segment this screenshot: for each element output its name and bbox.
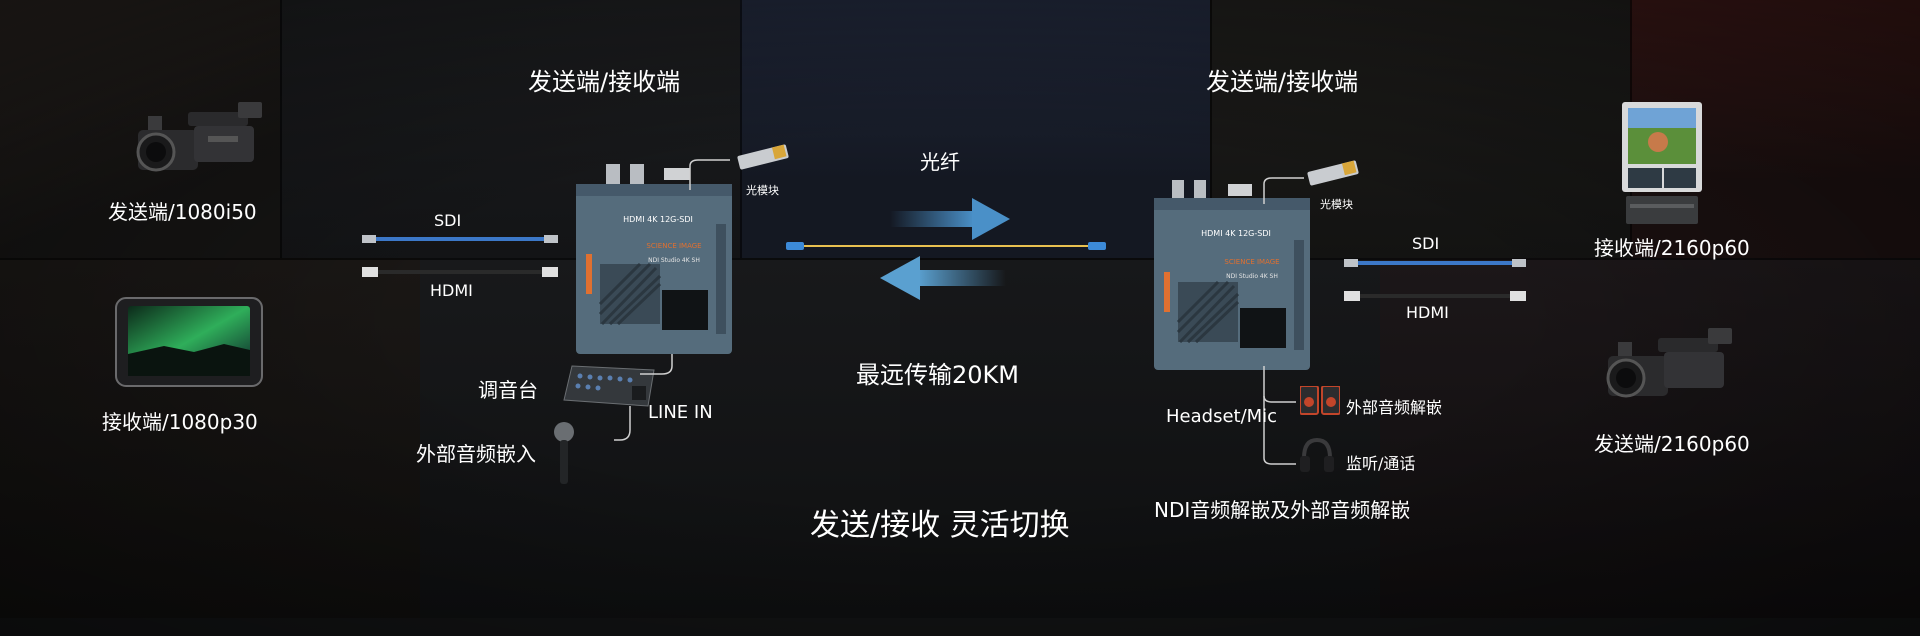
arrow-left-icon xyxy=(880,256,1006,300)
line-in-label: LINE IN xyxy=(648,402,713,423)
external-audio-in-label: 外部音频嵌入 xyxy=(416,442,536,466)
right-device-title: 发送端/接收端 xyxy=(1206,68,1359,96)
connector-line-right xyxy=(1262,176,1306,206)
ndi-audio-label: NDI音频解嵌及外部音频解嵌 xyxy=(1154,498,1411,522)
monitor-intercom-label: 监听/通话 xyxy=(1346,454,1416,473)
fiber-cable xyxy=(786,238,1106,254)
hdmi-left-label: HDMI xyxy=(430,281,473,300)
optical-module-left-label: 光模块 xyxy=(746,184,779,197)
device-left-line1: HDMI 4K 12G-SDI xyxy=(623,215,693,224)
hdmi-cable-right xyxy=(1344,288,1526,304)
optical-module-right-label: 光模块 xyxy=(1320,198,1353,211)
headset-icon xyxy=(1300,438,1334,474)
microphone-icon xyxy=(552,420,576,486)
device-right-brand: SCIENCE IMAGE xyxy=(1224,258,1279,266)
sdi-right-label: SDI xyxy=(1412,234,1440,253)
background-photo-tile xyxy=(1380,258,1920,618)
bottom-strip xyxy=(0,618,1920,636)
tablet-icon xyxy=(114,294,264,390)
connector-line-left xyxy=(688,158,732,192)
monitor-icon xyxy=(1620,100,1704,228)
camera-icon xyxy=(1598,322,1738,412)
ndi-device-right: HDMI 4K 12G-SDI SCIENCE IMAGE NDI Studio… xyxy=(1154,180,1310,370)
flexible-switch-label: 发送/接收 灵活切换 xyxy=(810,508,1070,543)
audio-connector-line xyxy=(600,352,680,452)
optical-module-icon xyxy=(734,144,792,170)
arrow-right-icon xyxy=(890,198,1010,240)
left-device-title: 发送端/接收端 xyxy=(528,68,681,96)
tile-divider xyxy=(280,0,282,258)
speaker-icon xyxy=(1300,386,1340,416)
hdmi-right-label: HDMI xyxy=(1406,303,1449,322)
tile-divider xyxy=(0,258,1920,260)
sdi-left-label: SDI xyxy=(434,211,462,230)
sdi-cable-right xyxy=(1344,256,1526,270)
mixer-icon xyxy=(562,360,658,408)
ndi-device-left: HDMI 4K 12G-SDI SCIENCE IMAGE NDI Studio… xyxy=(576,164,732,354)
max-distance-label: 最远传输20KM xyxy=(856,361,1019,389)
camera-right-label: 发送端/2160p60 xyxy=(1594,432,1750,456)
camera-left-label: 发送端/1080i50 xyxy=(108,200,257,224)
device-right-model: NDI Studio 4K SH xyxy=(1226,273,1278,280)
device-left-brand: SCIENCE IMAGE xyxy=(646,242,701,250)
tile-divider xyxy=(740,0,742,258)
mixer-label: 调音台 xyxy=(478,378,538,402)
external-audio-out-label: 外部音频解嵌 xyxy=(1346,398,1443,417)
monitor-right-label: 接收端/2160p60 xyxy=(1594,236,1750,260)
tablet-left-label: 接收端/1080p30 xyxy=(102,410,258,434)
device-left-model: NDI Studio 4K SH xyxy=(648,257,700,264)
device-right-line1: HDMI 4K 12G-SDI xyxy=(1201,229,1271,238)
hdmi-cable-left xyxy=(362,264,558,280)
camera-icon xyxy=(128,96,268,186)
audio-connector-line-right xyxy=(1262,366,1302,466)
tile-divider xyxy=(1210,0,1212,258)
optical-module-icon xyxy=(1304,160,1362,186)
sdi-cable-left xyxy=(362,232,558,246)
fiber-label: 光纤 xyxy=(920,150,960,174)
headset-mic-label: Headset/Mic xyxy=(1166,406,1278,427)
